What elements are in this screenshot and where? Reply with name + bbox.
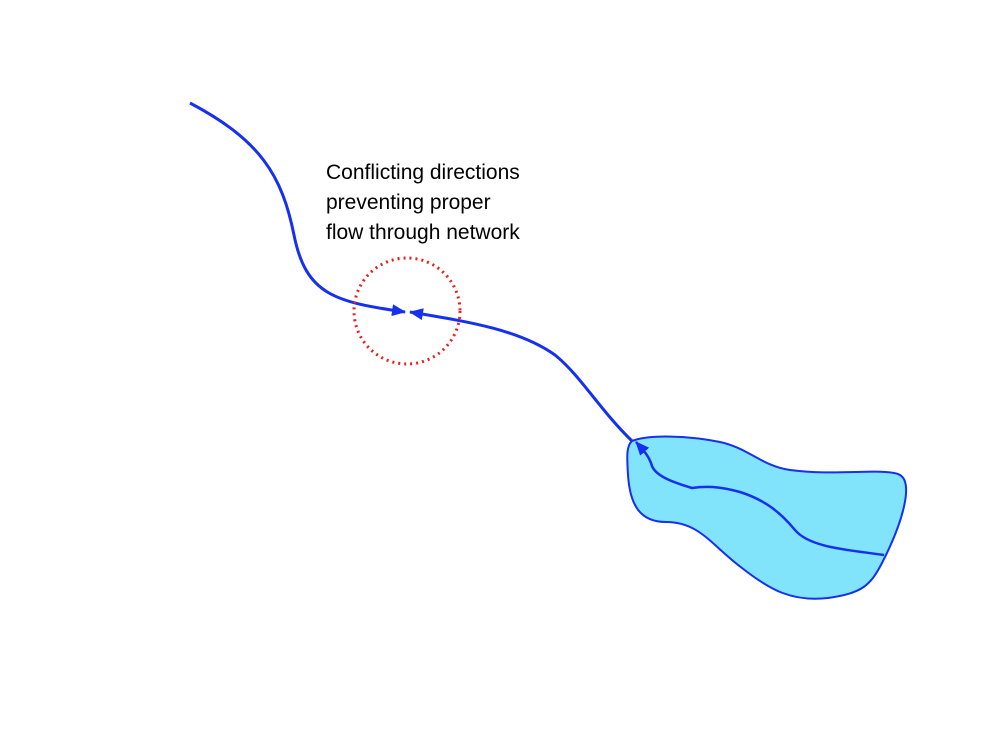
downstream-flowline-reversed [409, 308, 634, 443]
conflict-highlight-circle [352, 256, 462, 366]
annotation-line-3: flow through network [326, 221, 520, 244]
upstream-flowline [189, 101, 406, 317]
conflict-annotation: Conflicting directions preventing proper… [326, 158, 520, 248]
annotation-line-2: preventing proper [326, 191, 491, 214]
waterbody-flowline [635, 441, 885, 557]
annotation-line-1: Conflicting directions [326, 161, 520, 184]
waterbody-polygon [626, 435, 908, 600]
